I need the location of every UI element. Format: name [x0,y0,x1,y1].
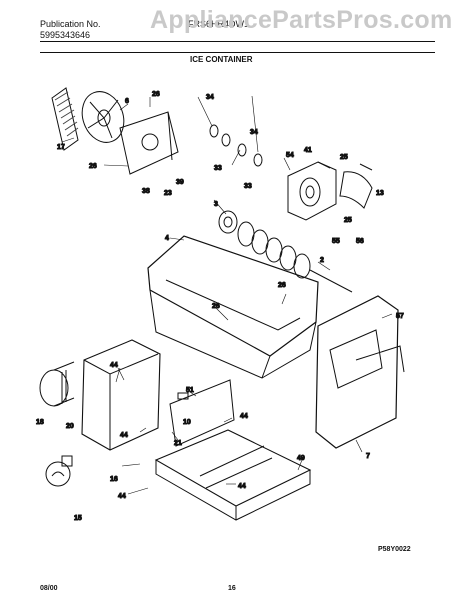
callout-2: 2 [320,257,324,264]
callout-26: 26 [278,282,286,289]
grille-part [51,87,79,151]
dispenser-chute-part [315,295,405,449]
callout-44: 44 [120,432,128,439]
header-rule-top [40,41,435,42]
publication-label: Publication No. [40,19,101,29]
callout-26: 26 [152,91,160,98]
header-rule-bottom [40,52,435,53]
callout-20: 20 [66,423,74,430]
light-bulb-part [45,461,71,487]
callout-44: 44 [118,493,126,500]
base-tray-part [154,429,312,521]
auger-motor-part [39,361,75,407]
callout-25: 25 [340,154,348,161]
fan-bracket-part [119,111,179,175]
callout-15: 15 [74,515,82,522]
callout-39: 39 [176,179,184,186]
callout-44: 44 [238,483,246,490]
callout-26: 26 [212,303,220,310]
callout-44: 44 [110,362,118,369]
footer-date: 08/00 [40,585,58,592]
callout-54: 54 [286,152,294,159]
callout-51: 51 [186,387,194,394]
callout-38: 38 [142,188,150,195]
leader-lines [61,95,393,495]
ice-container-part [147,235,319,379]
callout-55: 55 [332,238,340,245]
callout-25: 25 [344,217,352,224]
callout-7: 7 [366,453,370,460]
callout-21: 21 [174,440,182,447]
callout-34: 34 [206,94,214,101]
watermark: AppliancePartsPros.com [150,6,453,34]
model-number: FRS6HR4DW1 [188,19,250,29]
bushing-parts [209,124,263,167]
page-number: 16 [228,585,236,592]
callout-16: 16 [110,476,118,483]
section-title: ICE CONTAINER [190,55,253,64]
diagram-code: P58Y0022 [378,546,411,553]
callout-23: 23 [164,190,172,197]
auger-motor-housing-part [287,161,337,221]
switch-bracket-part [169,379,235,447]
callout-17: 17 [57,144,65,151]
callout-13: 13 [376,190,384,197]
callout-18: 18 [36,419,44,426]
callout-34: 34 [250,129,258,136]
shutter-part [339,163,373,209]
auger-spring-part [237,221,353,293]
motor-mount-housing-part [81,339,161,451]
callout-3: 3 [214,201,218,208]
callout-6: 6 [125,98,129,105]
auger-gear-part [218,210,238,234]
fan-blade-part [81,91,125,143]
callout-33: 33 [214,165,222,172]
callout-33: 33 [244,183,252,190]
callout-49: 49 [297,455,305,462]
callout-4: 4 [165,235,169,242]
lamp-socket-part [61,455,73,467]
publication-number: 5995343646 [40,30,91,40]
callout-44: 44 [240,413,248,420]
callout-41: 41 [304,147,312,154]
callout-57: 57 [396,313,404,320]
callout-10: 10 [183,419,191,426]
callout-56: 56 [356,238,364,245]
callout-26: 26 [89,163,97,170]
